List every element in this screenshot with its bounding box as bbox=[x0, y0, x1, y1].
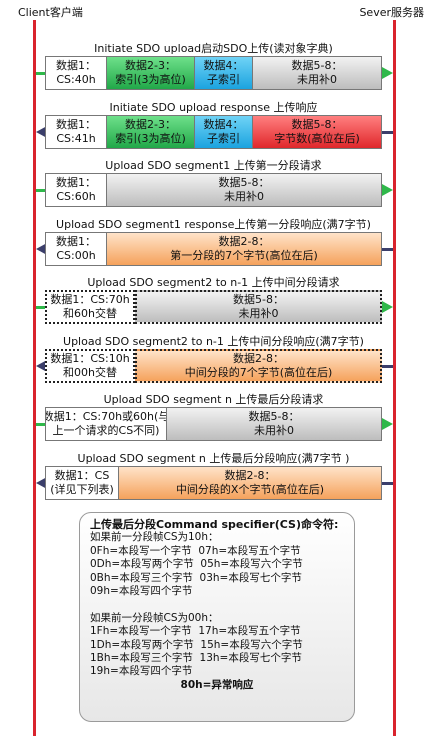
server-label: Sever服务器 bbox=[359, 6, 424, 19]
frame-field: 数据2-8： 中间分段的X个字节(高位在后) bbox=[119, 465, 382, 500]
request-arrow bbox=[36, 72, 45, 75]
cs-legend-lines: 如果前一分段帧CS为10h： 0Fh=本段写一个字节 07h=本段写五个字节 0… bbox=[90, 531, 344, 678]
request-arrow bbox=[382, 67, 393, 79]
frame-field: 数据1： CS:40h bbox=[45, 56, 107, 90]
cs-legend-line: 19h=本段写四个字节 bbox=[90, 665, 193, 678]
frame-field: 数据4： 子索引 bbox=[195, 114, 253, 149]
frame-field: 数据1：CS (详见下列表) bbox=[45, 465, 119, 500]
client-label: Client客户端 bbox=[18, 6, 83, 19]
message-title: Upload SDO segment n 上传最后分段请求 bbox=[103, 393, 324, 406]
cs-legend-footer: 80h=异常响应 bbox=[180, 678, 254, 691]
message-title: Upload SDO segment2 to n-1 上传中间分段请求 bbox=[87, 276, 340, 289]
request-arrow bbox=[36, 423, 45, 426]
message-title: Upload SDO segment2 to n-1 上传中间分段响应(满7字节… bbox=[63, 334, 364, 348]
message-title: Initiate SDO upload启动SDO上传(读对象字典) bbox=[94, 42, 333, 55]
request-arrow bbox=[382, 301, 393, 313]
request-arrow bbox=[382, 184, 393, 196]
message-title: Upload SDO segment1 response上传第一分段响应(满7字… bbox=[56, 217, 371, 231]
frame-field: 数据1：CS:70h或60h(与 上一个请求的CS不同) bbox=[45, 407, 167, 441]
frame-field: 数据1： CS:60h bbox=[45, 173, 107, 207]
request-frame: 数据1：CS:70h或60h(与 上一个请求的CS不同)数据5-8： 未用补0 bbox=[45, 407, 382, 441]
request-arrow bbox=[36, 189, 45, 192]
message-title: Upload SDO segment n 上传最后分段响应(满7字节 ) bbox=[77, 451, 350, 465]
response-frame: 数据1：CS:10h 和00h交替数据2-8： 中间分段的7个字节(高位在后) bbox=[45, 348, 382, 383]
frame-field: 数据2-3： 索引(3为高位) bbox=[107, 114, 195, 149]
cs-legend-line: 1Dh=本段写两个字节 15h=本段写六个字节 bbox=[90, 638, 303, 651]
cs-legend-line: 1Fh=本段写一个字节 17h=本段写五个字节 bbox=[90, 625, 301, 638]
response-frame: 数据1：CS (详见下列表)数据2-8： 中间分段的X个字节(高位在后) bbox=[45, 465, 382, 500]
frame-field: 数据5-8： 字节数(高位在后) bbox=[253, 114, 382, 149]
response-arrow bbox=[382, 130, 393, 134]
cs-legend-box: 上传最后分段Command specifier(CS)命令符: 如果前一分段帧C… bbox=[79, 512, 355, 722]
message-title: Upload SDO segment1 上传第一分段请求 bbox=[105, 159, 322, 172]
response-arrow bbox=[382, 481, 393, 485]
cs-legend-line: 如果前一分段帧CS为10h： bbox=[90, 531, 219, 544]
frame-field: 数据5-8： 未用补0 bbox=[107, 173, 382, 207]
response-arrow bbox=[382, 364, 393, 368]
cs-legend-line bbox=[90, 598, 344, 611]
cs-legend-line: 0Dh=本段写两个字节 05h=本段写六个字节 bbox=[90, 558, 303, 571]
frame-field: 数据2-8： 第一分段的7个字节(高位在后) bbox=[107, 231, 382, 266]
response-arrow bbox=[382, 247, 393, 251]
message-title: Initiate SDO upload response 上传响应 bbox=[109, 100, 318, 114]
frame-field: 数据5-8： 未用补0 bbox=[135, 290, 382, 324]
server-lifeline bbox=[393, 20, 396, 736]
client-lifeline bbox=[33, 20, 36, 736]
cs-legend-line: 09h=本段写四个字节 bbox=[90, 584, 193, 597]
frame-field: 数据5-8： 未用补0 bbox=[253, 56, 382, 90]
cs-legend-line: 0Bh=本段写三个字节 03h=本段写七个字节 bbox=[90, 571, 302, 584]
cs-legend-line: 0Fh=本段写一个字节 07h=本段写五个字节 bbox=[90, 544, 301, 557]
frame-field: 数据1：CS:10h 和00h交替 bbox=[45, 348, 135, 383]
frame-field: 数据1：CS:70h 和60h交替 bbox=[45, 290, 135, 324]
frame-field: 数据5-8： 未用补0 bbox=[167, 407, 382, 441]
cs-legend-line: 如果前一分段帧CS为00h： bbox=[90, 611, 219, 624]
frame-field: 数据1： CS:41h bbox=[45, 114, 107, 149]
cs-legend-line: 1Bh=本段写三个字节 13h=本段写七个字节 bbox=[90, 651, 302, 664]
cs-legend-heading: 上传最后分段Command specifier(CS)命令符: bbox=[90, 518, 339, 531]
request-arrow bbox=[382, 418, 393, 430]
request-frame: 数据1：CS:70h 和60h交替数据5-8： 未用补0 bbox=[45, 290, 382, 324]
frame-field: 数据2-3： 索引(3为高位) bbox=[107, 56, 195, 90]
frame-field: 数据4： 子索引 bbox=[195, 56, 253, 90]
frame-field: 数据1： CS:00h bbox=[45, 231, 107, 266]
frame-field: 数据2-8： 中间分段的7个字节(高位在后) bbox=[135, 348, 382, 383]
request-arrow bbox=[36, 306, 45, 309]
